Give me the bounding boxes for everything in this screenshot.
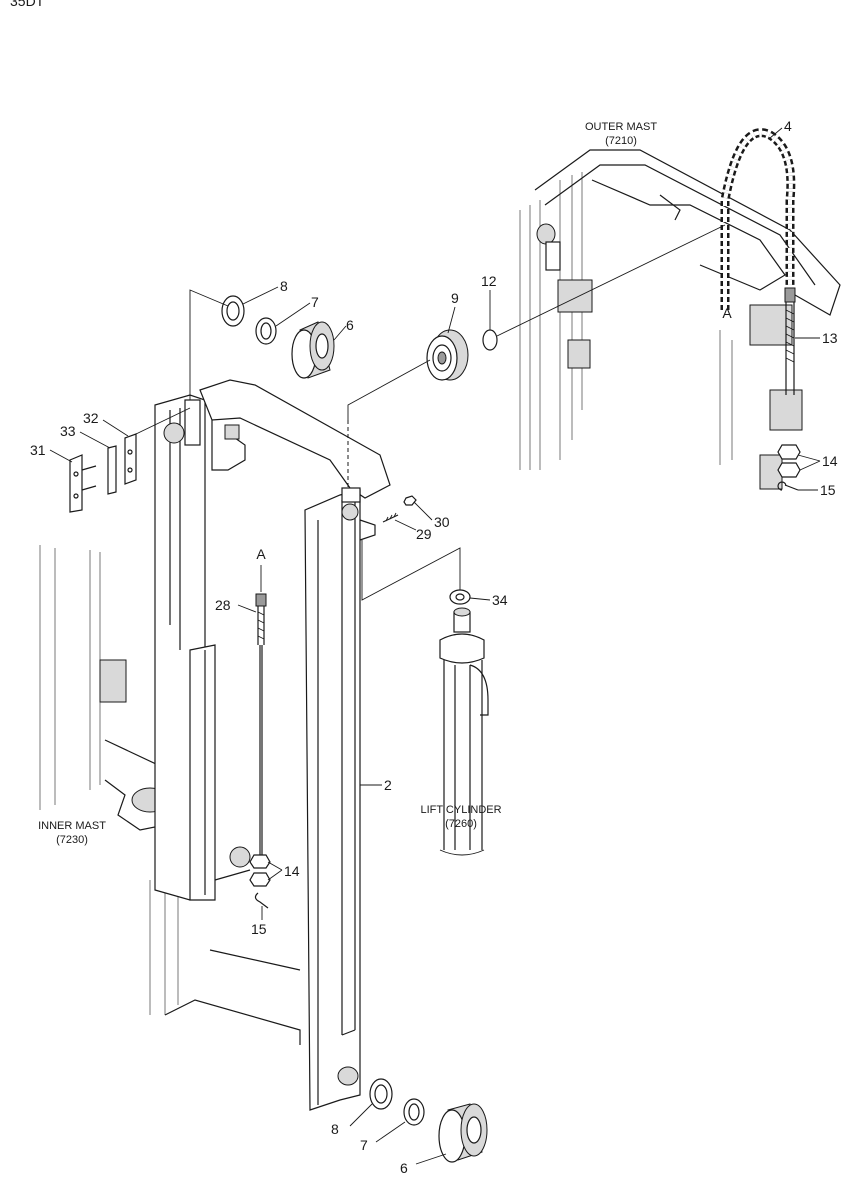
outer-mast-drawing xyxy=(519,149,841,490)
nut-30 xyxy=(403,495,417,506)
callout-12: 12 xyxy=(481,273,497,289)
bearing-6-bottom xyxy=(438,1103,488,1163)
connector-labels: A A xyxy=(256,305,732,562)
callout-6-bottom: 6 xyxy=(400,1160,408,1176)
model-code: 35DT xyxy=(10,0,45,9)
callout-labels: 4 8 7 6 9 12 13 14 15 31 33 32 30 29 34 … xyxy=(30,118,838,1176)
connector-a-bottom: A xyxy=(256,546,266,562)
callout-33: 33 xyxy=(60,423,76,439)
chain-nut-lower xyxy=(777,462,801,478)
callout-2: 2 xyxy=(384,777,392,793)
chain-nut-upper xyxy=(777,444,801,460)
callout-7-bottom: 7 xyxy=(360,1137,368,1153)
outer-mast-label: OUTER MAST xyxy=(585,121,657,133)
callout-6-top: 6 xyxy=(346,317,354,333)
lift-cylinder-label: LIFT CYLINDER xyxy=(420,804,501,816)
callout-28: 28 xyxy=(215,597,231,613)
outer-mast-roller xyxy=(536,223,556,245)
connector-a-top: A xyxy=(722,305,732,321)
callout-14-left: 14 xyxy=(284,863,300,879)
callout-4: 4 xyxy=(784,118,792,134)
outer-mast-code: (7210) xyxy=(605,135,637,147)
assembly-labels: OUTER MAST (7210) INNER MAST (7230) LIFT… xyxy=(38,121,657,846)
callout-8-bottom: 8 xyxy=(331,1121,339,1137)
bearing-6-top xyxy=(291,321,335,379)
callout-32: 32 xyxy=(83,410,99,426)
inner-mast-label: INNER MAST xyxy=(38,820,106,832)
callout-29: 29 xyxy=(416,526,432,542)
callout-15-right: 15 xyxy=(820,482,836,498)
lift-cylinder-drawing xyxy=(439,607,489,856)
leader-lines xyxy=(49,127,821,1165)
callout-9: 9 xyxy=(451,290,459,306)
callout-31: 31 xyxy=(30,442,46,458)
inner-mast-code: (7230) xyxy=(56,834,88,846)
callout-8-top: 8 xyxy=(280,278,288,294)
callout-15-left: 15 xyxy=(251,921,267,937)
chain-sheave-9 xyxy=(426,329,469,381)
snap-ring-12 xyxy=(482,329,498,351)
callout-30: 30 xyxy=(434,514,450,530)
lift-cylinder-code: (7260) xyxy=(445,818,477,830)
top-roller-left xyxy=(163,422,185,444)
chain-anchor-rod-28 xyxy=(249,593,271,909)
rod-nut-lower xyxy=(249,872,271,887)
lift-chain xyxy=(720,128,796,310)
callout-34: 34 xyxy=(492,592,508,608)
clip-parts-31-33 xyxy=(69,433,137,513)
mast-frame-part-2 xyxy=(154,379,391,1111)
rod-nut-upper xyxy=(249,854,271,869)
chain-anchor-bolt xyxy=(777,287,801,491)
callout-7-top: 7 xyxy=(311,294,319,310)
bottom-roller-boss xyxy=(337,1066,359,1086)
callout-14-right: 14 xyxy=(822,453,838,469)
callout-13: 13 xyxy=(822,330,838,346)
